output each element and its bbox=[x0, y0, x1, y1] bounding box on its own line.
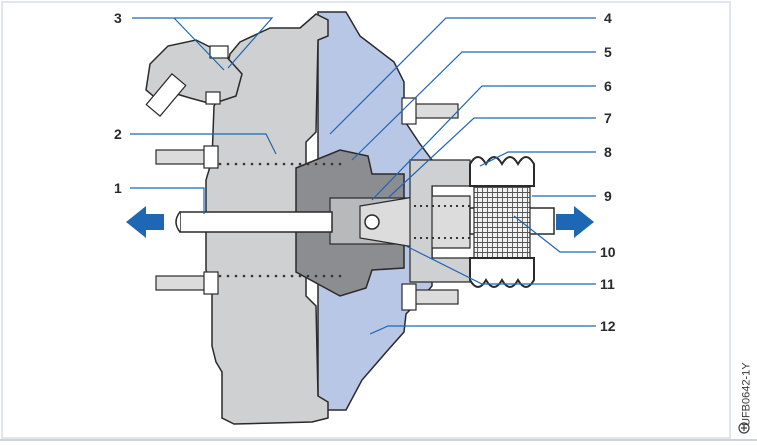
push-rod bbox=[179, 211, 333, 233]
mounting-stud-right-top bbox=[401, 97, 459, 125]
mounting-stud-left-bottom bbox=[155, 271, 219, 295]
bellows-bottom bbox=[469, 257, 535, 288]
callout-4: 4 bbox=[604, 10, 612, 26]
mounting-stud-right-bottom bbox=[401, 283, 459, 311]
leader-lines bbox=[130, 17, 596, 335]
callout-11: 11 bbox=[600, 276, 615, 292]
bellows-top bbox=[469, 156, 535, 187]
callout-3: 3 bbox=[114, 10, 122, 26]
callout-9: 9 bbox=[604, 188, 612, 204]
callout-1: 1 bbox=[114, 180, 122, 196]
return-spring-bottom bbox=[218, 272, 342, 280]
figure-frame bbox=[1, 1, 731, 439]
mounting-stud-left-top bbox=[155, 145, 219, 169]
input-arrow-icon bbox=[556, 206, 594, 238]
callout-10: 10 bbox=[600, 244, 616, 260]
callout-8: 8 bbox=[604, 144, 612, 160]
reaction-ball bbox=[364, 214, 380, 230]
vacuum-connection bbox=[145, 39, 243, 117]
callout-2: 2 bbox=[114, 126, 122, 142]
return-spring-top bbox=[218, 158, 342, 166]
callout-6: 6 bbox=[604, 78, 612, 94]
callout-5: 5 bbox=[604, 44, 612, 60]
figure-code: UFB0642-1Y bbox=[741, 362, 753, 426]
callout-7: 7 bbox=[604, 110, 612, 126]
circled-plus-icon bbox=[738, 422, 750, 434]
callout-12: 12 bbox=[600, 318, 616, 334]
output-arrow-icon bbox=[126, 206, 164, 238]
